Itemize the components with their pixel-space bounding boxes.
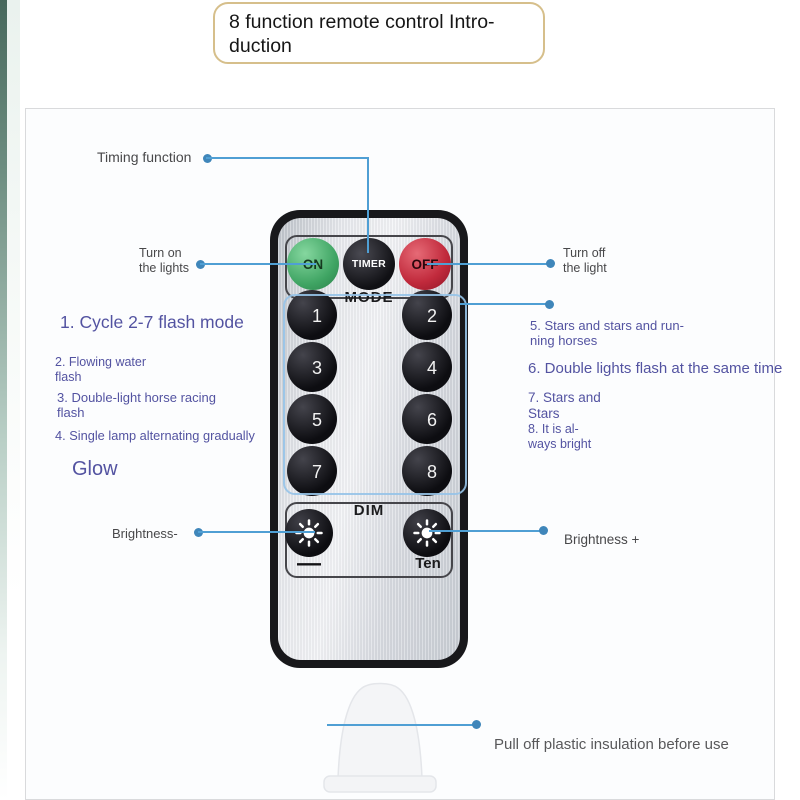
dim-plus-mark: Ten [415, 555, 441, 572]
callout-dot [539, 526, 548, 535]
sun-icon [413, 519, 441, 547]
off-button-label: OFF [411, 256, 439, 272]
brightness-up-button [403, 509, 451, 557]
title-box: 8 function remote control Intro-duction [213, 2, 545, 64]
turn-off-label: Turn off the light [563, 246, 607, 275]
green-edge-strip [0, 0, 7, 800]
plastic-pull-tab [323, 682, 437, 793]
green-edge-strip-fade [7, 0, 20, 800]
timer-button-label: TIMER [351, 258, 387, 270]
glow-note: Glow [72, 458, 118, 480]
timing-function-label: Timing function [97, 149, 192, 165]
mode-button-6: 6 [402, 394, 452, 444]
mode-button-3: 3 [287, 342, 337, 392]
timer-button: TIMER [343, 238, 395, 290]
timing-callout-line-v [367, 157, 369, 253]
mode-button-5: 5 [287, 394, 337, 444]
mode-button-7: 7 [287, 446, 337, 496]
mode-button-4: 4 [402, 342, 452, 392]
mode-note-3: 3. Double-light horse racing flash [57, 390, 216, 421]
mode-section-label: MODE [344, 289, 394, 306]
mode-button-1: 1 [287, 290, 337, 340]
mode-note-6: 6. Double lights flash at the same time [528, 360, 783, 377]
mode-button-8: 8 [402, 446, 452, 496]
turn-on-callout-line [200, 263, 316, 265]
mode-note-8: 8. It is al- ways bright [528, 422, 592, 451]
turn-on-label: Turn on the lights [139, 246, 190, 275]
dim-minus-mark: — [297, 550, 321, 577]
dim-section-label: DIM [353, 502, 385, 519]
remote-control: ON TIMER OFF MODE 1 2 3 4 5 6 7 8 DIM [270, 210, 468, 668]
sun-icon [295, 519, 323, 547]
brightness-minus-label: Brightness- [112, 526, 178, 541]
callout-dot [546, 259, 555, 268]
timing-callout-line-h [206, 157, 368, 159]
mode-callout-line [460, 303, 547, 305]
brightness-plus-label: Brightness + [564, 532, 640, 547]
callout-dot [545, 300, 554, 309]
mode-note-7: 7. Stars and Stars [528, 390, 601, 421]
pull-off-label: Pull off plastic insulation before use [494, 736, 729, 753]
mode-note-4: 4. Single lamp alternating gradually [55, 428, 255, 443]
mode-note-2: 2. Flowing water flash [55, 355, 147, 384]
mode-note-1: 1. Cycle 2-7 flash mode [60, 312, 244, 332]
brightness-down-button [285, 509, 333, 557]
brightness-minus-callout-line [198, 531, 315, 533]
mode-button-2: 2 [402, 290, 452, 340]
turn-off-callout-line [427, 263, 548, 265]
pull-tab-callout-line [327, 724, 474, 726]
power-section-outline [285, 235, 453, 299]
callout-dot [472, 720, 481, 729]
brightness-plus-callout-line [429, 530, 541, 532]
page-title: 8 function remote control Intro-duction [229, 11, 495, 57]
mode-highlight-box [283, 294, 467, 495]
mode-note-5: 5. Stars and stars and run- ning horses [530, 318, 684, 349]
